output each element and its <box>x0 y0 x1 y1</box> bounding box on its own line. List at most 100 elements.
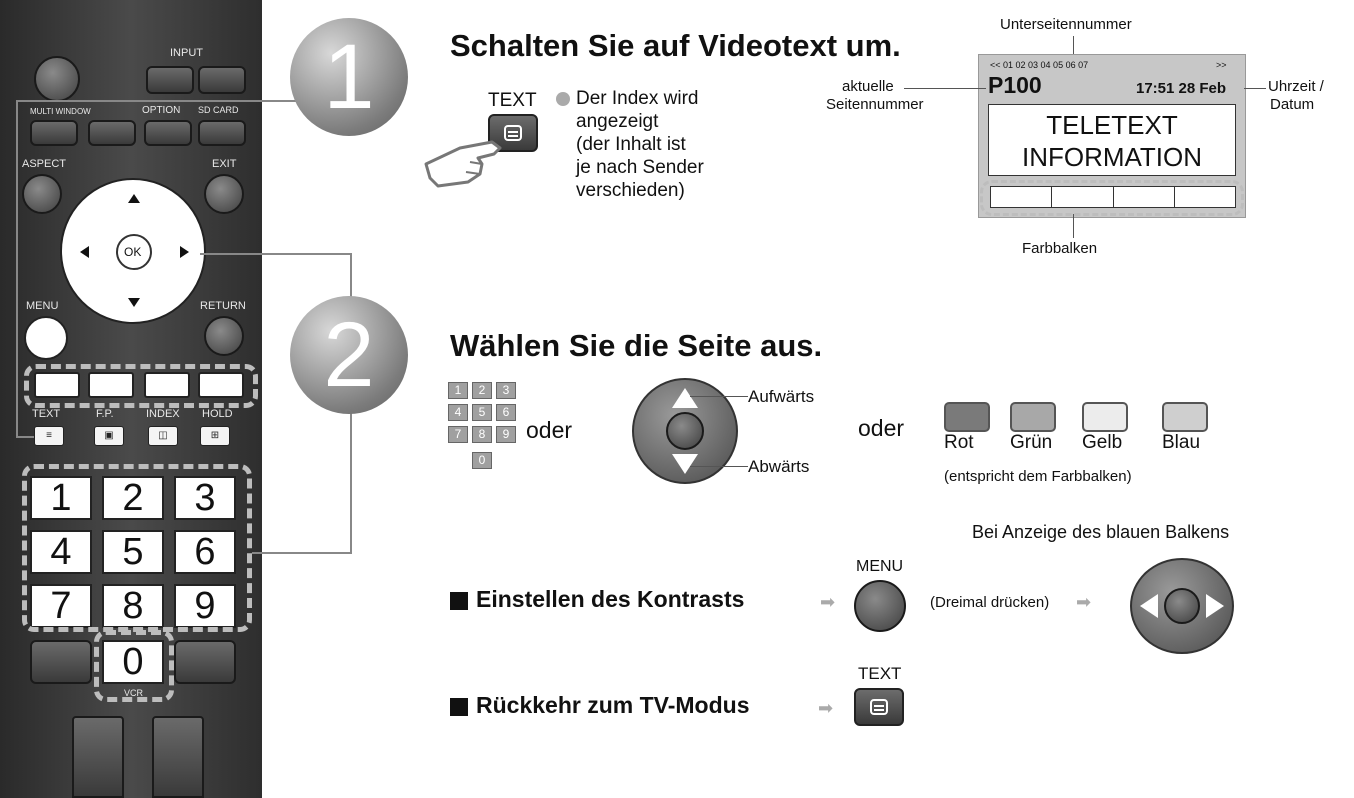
red-color-key <box>944 402 990 432</box>
connector-step2-h2 <box>252 552 352 554</box>
time-date-leader <box>1244 88 1266 89</box>
return-button[interactable] <box>204 316 244 356</box>
exit-button[interactable] <box>204 174 244 214</box>
contrast-heading: Einstellen des Kontrasts <box>476 586 745 612</box>
option-button[interactable] <box>144 120 192 146</box>
sdcard-button[interactable] <box>198 120 246 146</box>
down-label: Abwärts <box>748 457 810 476</box>
right-blank-key[interactable] <box>174 640 236 684</box>
key-2[interactable]: 2 <box>102 476 164 520</box>
exit-label: EXIT <box>212 158 237 170</box>
bullet-dot-icon <box>556 92 570 106</box>
down-arrow-icon <box>128 298 140 307</box>
color-keys-highlight <box>24 364 258 408</box>
yellow-button[interactable] <box>144 372 190 398</box>
ok-label: OK <box>124 245 142 259</box>
step-1-heading: Schalten Sie auf Videotext um. <box>450 28 901 63</box>
hold-button[interactable]: ⊞ <box>200 426 230 446</box>
left-blank-key[interactable] <box>30 640 92 684</box>
red-button[interactable] <box>34 372 80 398</box>
step-1-text-label: TEXT <box>488 90 537 111</box>
step-2-badge: 2 <box>290 296 408 414</box>
hand-pointer-icon <box>420 134 512 197</box>
index-button[interactable]: ◫ <box>148 426 178 446</box>
arrow-icon-2: ➡ <box>1076 592 1092 612</box>
fp-button[interactable]: ▣ <box>94 426 124 446</box>
colorbar-segment-yellow <box>1113 186 1175 208</box>
bottom-left-key[interactable] <box>72 716 124 798</box>
connector-step1-bottom <box>16 436 34 438</box>
key-4[interactable]: 4 <box>30 530 92 574</box>
mini-key-3: 3 <box>496 382 516 399</box>
up-label: Aufwärts <box>748 387 815 406</box>
text-button[interactable]: ≡ <box>34 426 64 446</box>
mini-key-8: 8 <box>472 426 492 443</box>
text-label: TEXT <box>32 408 61 420</box>
text-icon <box>504 125 522 141</box>
dpad-right-icon <box>1206 594 1224 618</box>
or-label-2: oder <box>858 415 905 441</box>
step-1-badge: 1 <box>290 18 408 136</box>
contrast-dpad-center <box>1164 588 1200 624</box>
colorbar-segment-red <box>990 186 1053 208</box>
input-button-2[interactable] <box>198 66 246 94</box>
step-1-desc-2: angezeigt <box>576 111 659 132</box>
vcr-label: VCR <box>124 688 144 698</box>
down-leader <box>690 466 748 467</box>
fp-label: F.P. <box>96 408 114 420</box>
up-leader <box>690 396 748 397</box>
blank-button[interactable] <box>88 120 136 146</box>
left-arrow-icon <box>80 246 89 258</box>
mini-key-0: 0 <box>472 452 492 469</box>
colorbar-segment-green <box>1052 186 1114 208</box>
key-5[interactable]: 5 <box>102 530 164 574</box>
dpad-left-icon <box>1140 594 1158 618</box>
time-date-label-1: Uhrzeit / <box>1268 78 1324 95</box>
tvmode-text-button <box>854 688 904 726</box>
mini-key-6: 6 <box>496 404 516 421</box>
menu-label-contrast: MENU <box>856 558 904 575</box>
key-8[interactable]: 8 <box>102 584 164 628</box>
colorbar <box>990 186 1236 208</box>
sdcard-label: SD CARD <box>198 105 239 115</box>
mini-key-7: 7 <box>448 426 468 443</box>
colorbar-label: Farbbalken <box>1022 240 1098 257</box>
time-date: 17:51 28 Feb <box>1136 80 1227 97</box>
up-arrow-icon <box>128 194 140 203</box>
index-label: INDEX <box>146 408 180 420</box>
current-page-label-1: aktuelle <box>842 78 894 95</box>
tvmode-square-icon <box>450 698 468 716</box>
text-icon-2 <box>870 699 888 715</box>
input-button-1[interactable] <box>146 66 194 94</box>
aspect-button[interactable] <box>22 174 62 214</box>
key-3[interactable]: 3 <box>174 476 236 520</box>
arrow-icon-3: ➡ <box>818 698 834 718</box>
mini-key-9: 9 <box>496 426 516 443</box>
return-label: RETURN <box>200 300 246 312</box>
number-keys-highlight <box>22 464 252 632</box>
menu-button[interactable] <box>24 316 68 360</box>
teletext-line-2: INFORMATION <box>1021 142 1203 172</box>
blue-button[interactable] <box>198 372 244 398</box>
time-date-label-2: Datum <box>1270 96 1315 113</box>
blue-label: Blau <box>1162 432 1201 453</box>
key-0[interactable]: 0 <box>102 640 164 684</box>
menu-label: MENU <box>26 300 59 312</box>
yellow-label: Gelb <box>1082 432 1123 453</box>
connector-step2-h1 <box>200 253 350 255</box>
green-button[interactable] <box>88 372 134 398</box>
key-6[interactable]: 6 <box>174 530 236 574</box>
yellow-color-key <box>1082 402 1128 432</box>
connector-step1-h <box>16 100 316 102</box>
or-label-1: oder <box>526 417 573 443</box>
multiwindow-button[interactable] <box>30 120 78 146</box>
step-2-heading: Wählen Sie die Seite aus. <box>450 328 823 363</box>
colorbar-leader <box>1073 214 1074 238</box>
right-arrow-icon <box>180 246 189 258</box>
key-7[interactable]: 7 <box>30 584 92 628</box>
ok-button[interactable] <box>116 234 152 270</box>
key-1[interactable]: 1 <box>30 476 92 520</box>
bottom-right-key[interactable] <box>152 716 204 798</box>
power-button[interactable] <box>34 56 80 102</box>
step-1-desc-4: je nach Sender <box>576 157 704 178</box>
